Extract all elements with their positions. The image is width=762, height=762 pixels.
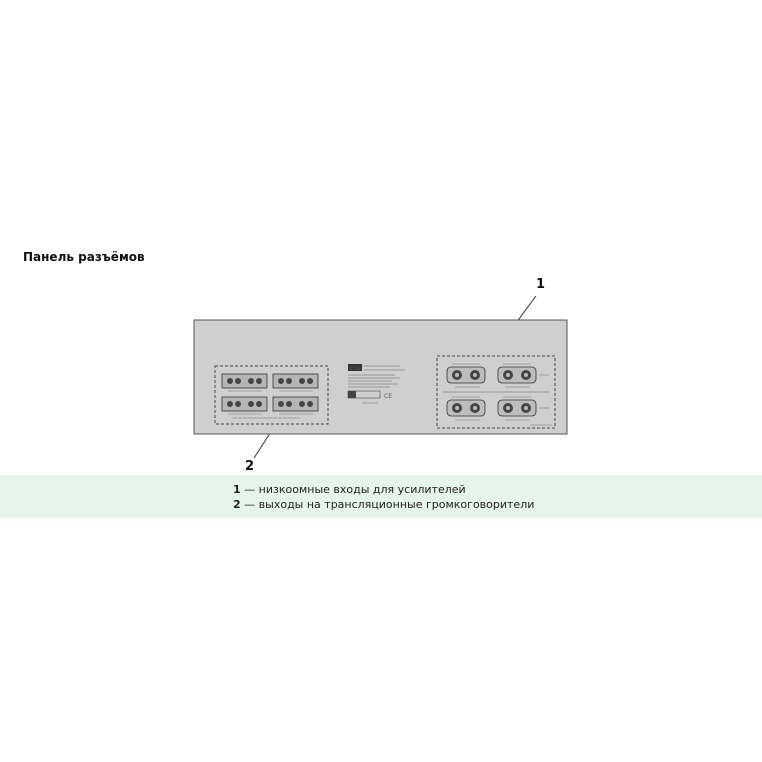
ce-mark: CE [384, 393, 392, 400]
legend-number: 1 [233, 483, 241, 496]
amp-input-connector-3 [446, 399, 486, 417]
legend-number: 2 [233, 498, 241, 511]
model-label-plate: inter CE [347, 364, 405, 404]
legend-text: выходы на трансляционные громкоговорител… [258, 498, 535, 511]
speaker-output-terminal-1 [221, 373, 268, 389]
speaker-output-terminal-4 [272, 396, 319, 412]
speaker-output-terminal-2 [272, 373, 319, 389]
legend-band [0, 475, 762, 518]
amp-input-connector-2 [497, 366, 537, 384]
diagram-title: Панель разъёмов [23, 250, 145, 264]
legend-item-1: 1 — низкоомные входы для усилителей [233, 483, 466, 496]
callout-number-2: 2 [245, 459, 255, 474]
amp-input-connector-4 [497, 399, 537, 417]
callout-number-1: 1 [536, 277, 546, 292]
brand-logo: inter [349, 365, 364, 372]
speaker-output-terminal-3 [221, 396, 268, 412]
legend-dash: — [244, 483, 256, 496]
legend-item-2: 2 — выходы на трансляционные громкоговор… [233, 498, 534, 511]
amp-input-connector-1 [446, 366, 486, 384]
speaker-outputs-region [214, 365, 329, 425]
legend-dash: — [244, 498, 256, 511]
legend-text: низкоомные входы для усилителей [258, 483, 466, 496]
